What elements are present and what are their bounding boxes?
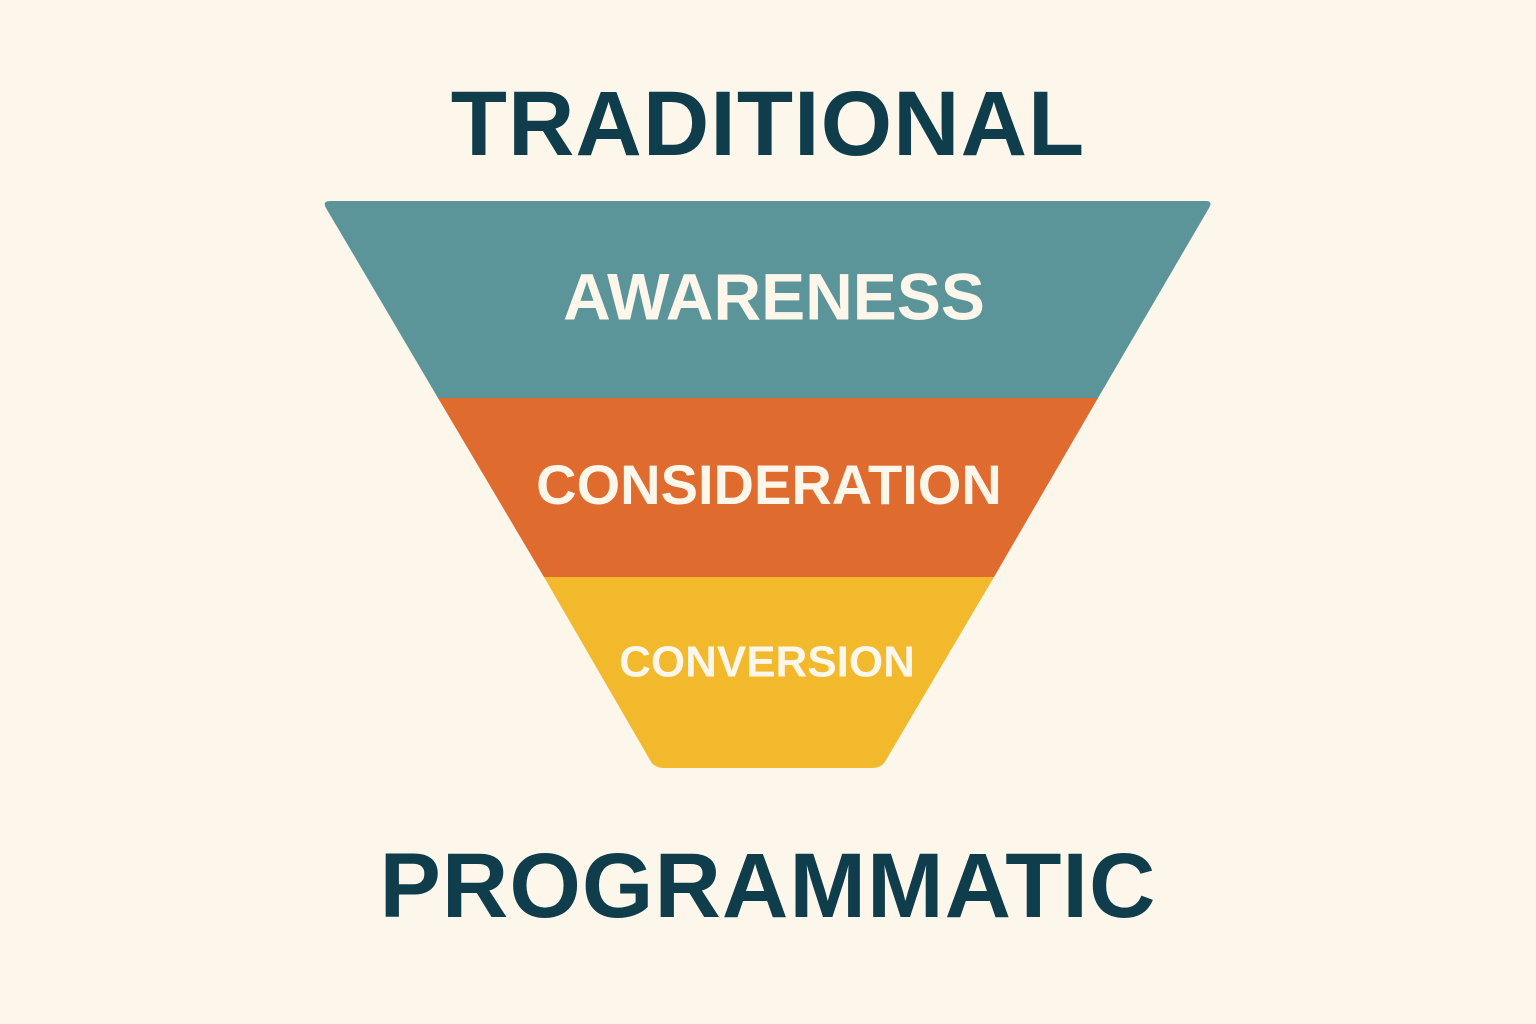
top-title: TRADITIONAL — [450, 73, 1086, 175]
funnel-stage-awareness — [324, 201, 1211, 398]
funnel-stage-consideration-label: CONSIDERATION — [536, 453, 1002, 516]
funnel-stage-conversion-label: CONVERSION — [619, 638, 915, 687]
funnel-stage-consideration — [438, 398, 1098, 577]
funnel-stage-conversion — [544, 577, 994, 768]
funnel-stage-awareness-label: AWARENESS — [563, 259, 985, 333]
bottom-title: PROGRAMMATIC — [379, 835, 1157, 937]
